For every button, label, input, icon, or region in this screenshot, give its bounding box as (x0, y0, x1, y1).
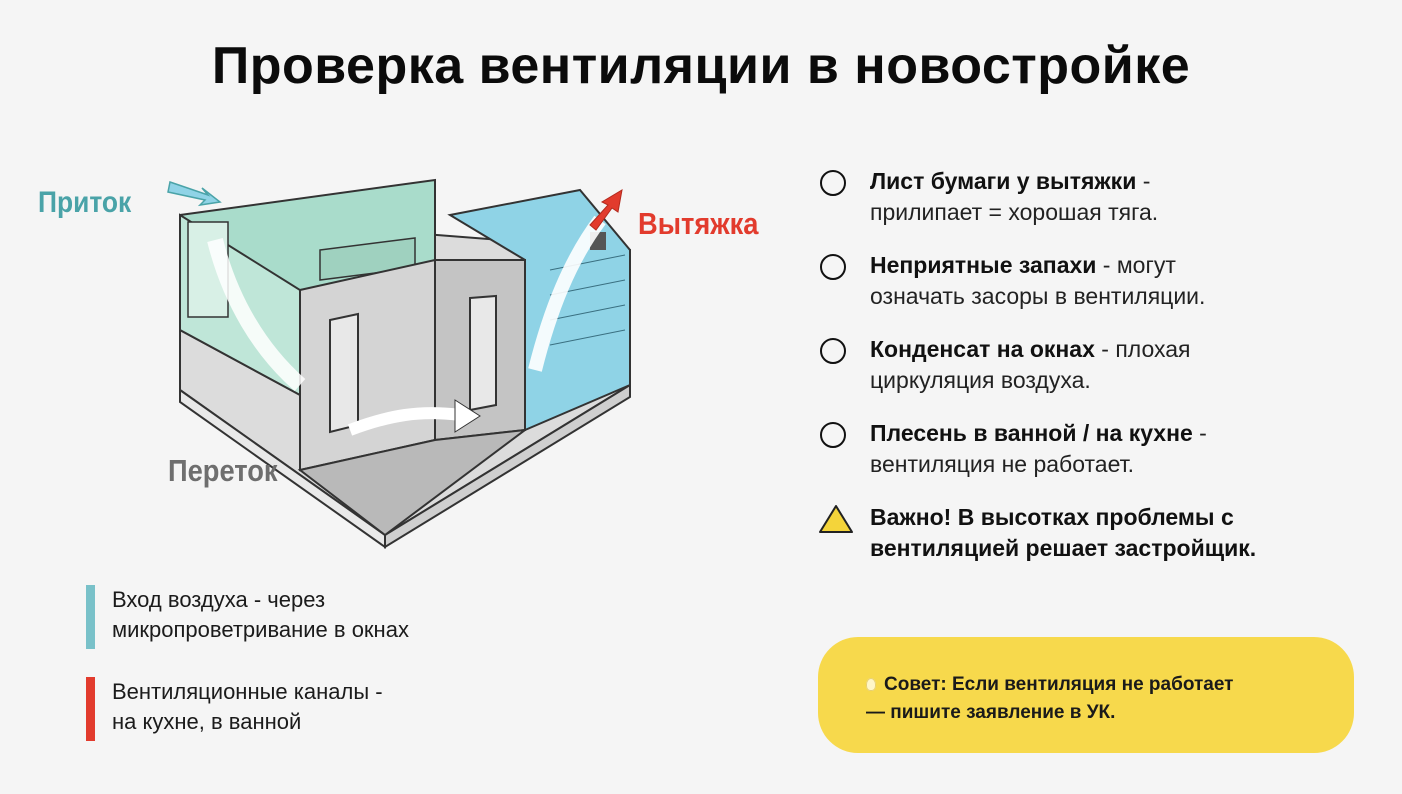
red-marker-bar (86, 677, 95, 741)
check-rest: - могут (1096, 252, 1176, 278)
check-item-paper: Лист бумаги у вытяжки - прилипает = хоро… (818, 166, 1378, 228)
check-bold: Плесень в ванной / на кухне (870, 420, 1193, 446)
warning-triangle-icon (819, 505, 853, 533)
circle-icon (820, 338, 846, 364)
check-bold: Лист бумаги у вытяжки (870, 168, 1137, 194)
inflow-label: Приток (38, 186, 132, 219)
checklist: Лист бумаги у вытяжки - прилипает = хоро… (818, 166, 1378, 586)
circle-icon (820, 170, 846, 196)
tip-box: Совет: Если вентиляция не работает — пиш… (818, 637, 1354, 753)
check-line: прилипает = хорошая тяга. (870, 199, 1159, 225)
check-bold: Конденсат на окнах (870, 336, 1095, 362)
check-item-smells: Неприятные запахи - могут означать засор… (818, 250, 1378, 312)
check-rest: - (1192, 420, 1207, 446)
check-line: означать засоры в вентиляции. (870, 283, 1206, 309)
note-line: Вентиляционные каналы - (112, 679, 383, 704)
note-line: на кухне, в ванной (112, 709, 302, 734)
note-line: Вход воздуха - через (112, 587, 326, 612)
page-title: Проверка вентиляции в новостройке (211, 37, 1191, 95)
check-item-condensate: Конденсат на окнах - плохая циркуляция в… (818, 334, 1378, 396)
tip-line: Совет: Если вентиляция не работает (884, 674, 1234, 695)
tip-text: Совет: Если вентиляция не работает — пиш… (866, 671, 1326, 727)
check-rest: - плохая (1094, 336, 1191, 362)
note-vent-channels: Вентиляционные каналы - на кухне, в ванн… (86, 677, 606, 741)
check-line: вентиляция не работает. (870, 451, 1134, 477)
tip-line: — пишите заявление в УК. (866, 702, 1116, 723)
notes-list: Вход воздуха - через микропроветривание … (86, 585, 606, 769)
check-rest: - (1136, 168, 1151, 194)
check-item-mold: Плесень в ванной / на кухне - вентиляция… (818, 418, 1378, 480)
check-bold: Неприятные запахи (870, 252, 1097, 278)
check-line: циркуляция воздуха. (870, 367, 1091, 393)
circle-icon (820, 254, 846, 280)
apartment-cutaway-illustration (167, 178, 631, 549)
lightbulb-icon (866, 678, 876, 691)
exhaust-label: Вытяжка (638, 206, 759, 241)
warning-item: Важно! В высотках проблемы с вентиляцией… (818, 502, 1378, 564)
blue-marker-bar (86, 585, 95, 649)
circle-icon (820, 422, 846, 448)
warning-line: вентиляцией решает застройщик. (870, 535, 1257, 561)
note-air-inflow: Вход воздуха - через микропроветривание … (86, 585, 606, 649)
overflow-label: Переток (168, 453, 278, 488)
warning-line: Важно! В высотках проблемы с (870, 504, 1234, 530)
note-line: микропроветривание в окнах (112, 617, 409, 642)
